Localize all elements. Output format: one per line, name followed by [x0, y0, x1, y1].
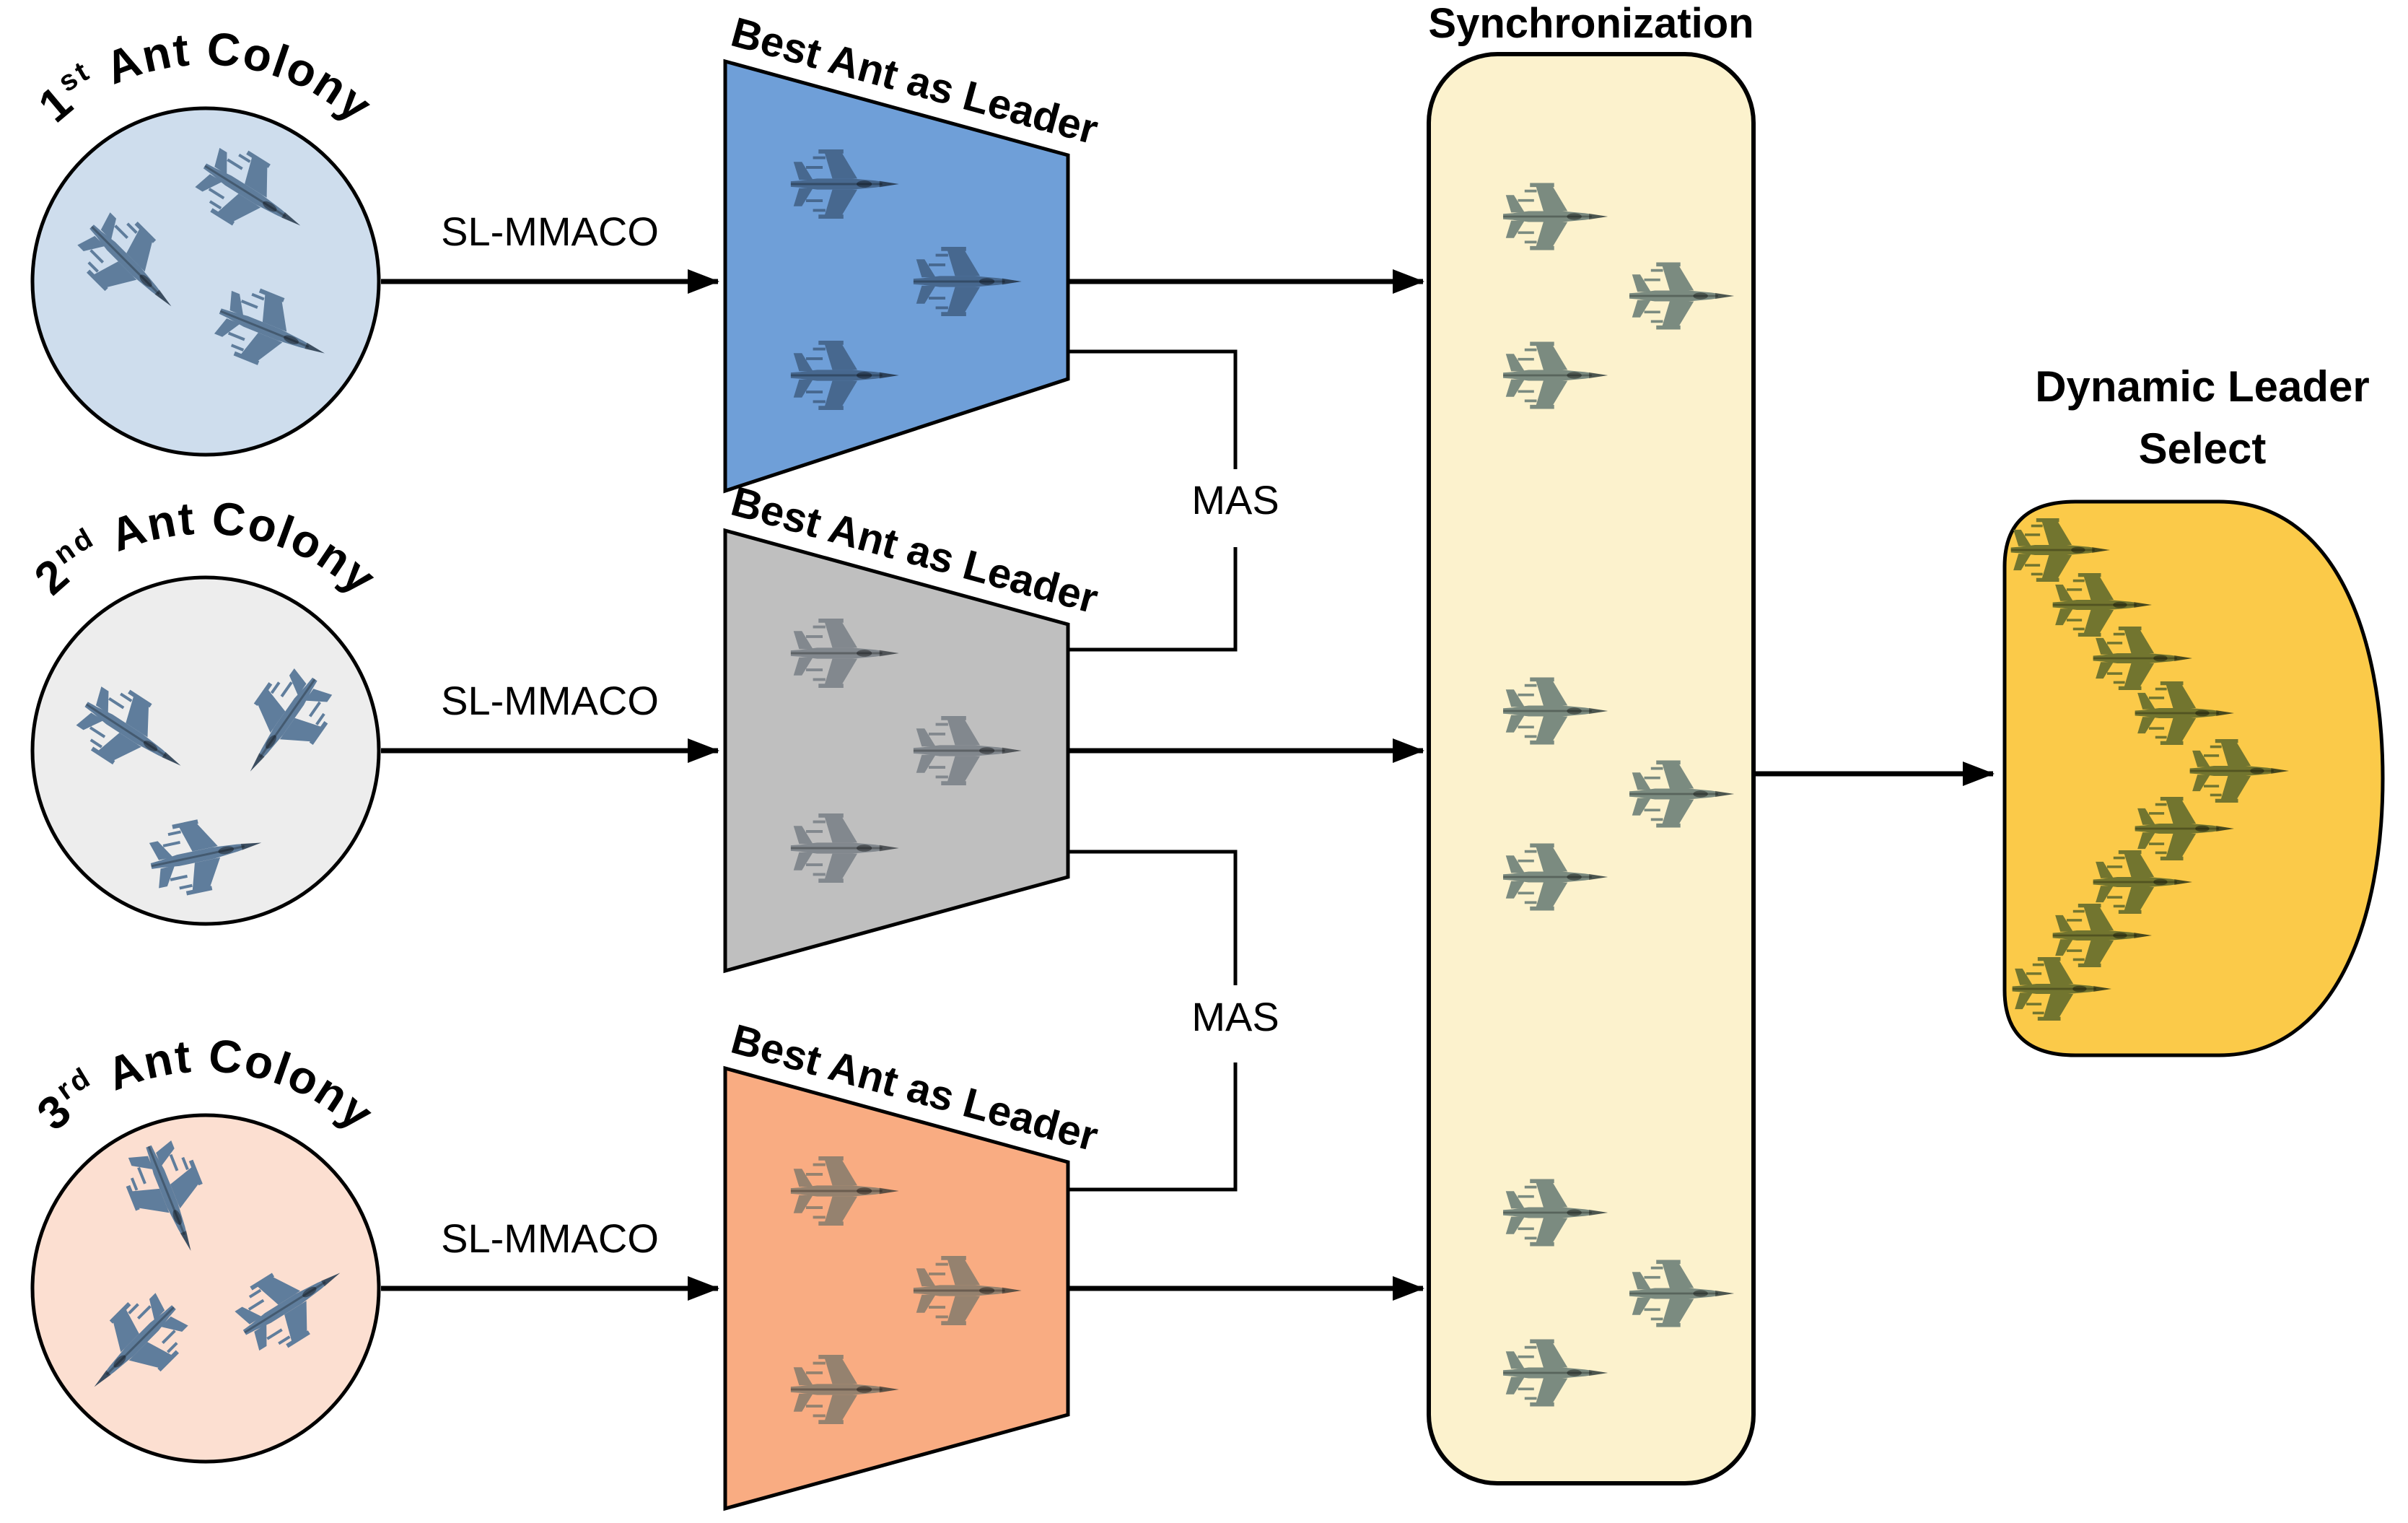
mas-link-2-line-upper [1068, 850, 1238, 985]
mas-link-1: MAS [1068, 349, 1279, 652]
trapezoid-3 [723, 1065, 1070, 1511]
mas-link-1-label: MAS [1191, 477, 1279, 523]
synchronization-box: Synchronization [1427, 0, 1756, 1485]
sl-mmaco-label-2: SL-MMACO [441, 678, 659, 723]
ant-colony-3: 3rd Ant Colony [27, 1029, 382, 1464]
synchronization-title: Synchronization [1428, 0, 1754, 47]
mas-link-2-line-lower [1068, 1062, 1238, 1192]
colony-2-circle [30, 575, 381, 926]
sl-mmaco-links: SL-MMACO SL-MMACO SL-MMACO [381, 209, 719, 1301]
mas-link-2-label: MAS [1191, 994, 1279, 1039]
dynamic-leader-select: Dynamic Leader Select [2002, 362, 2385, 1057]
select-title-line1: Dynamic Leader [2035, 362, 2370, 411]
ant-colony-2: 2nd Ant Colony [25, 492, 385, 926]
trapezoid-2 [723, 528, 1070, 974]
best-ant-trapezoid-2: Best Ant as Leader [723, 478, 1424, 974]
colony-1-circle [30, 106, 381, 457]
mas-link-1-line-lower [1068, 547, 1238, 652]
best-ant-trapezoid-1: Best Ant as Leader [723, 9, 1424, 494]
mas-link-2: MAS [1068, 850, 1279, 1192]
best-ant-trapezoid-3: Best Ant as Leader [723, 1016, 1424, 1511]
synchronization-rect [1427, 52, 1756, 1485]
mas-link-1-line-upper [1068, 349, 1238, 469]
select-title-line2: Select [2139, 424, 2267, 473]
sl-mmaco-label-1: SL-MMACO [441, 209, 659, 254]
colony-3-circle [30, 1113, 381, 1464]
ant-colony-1: 1st Ant Colony [29, 22, 381, 457]
sl-mmaco-label-3: SL-MMACO [441, 1216, 659, 1261]
